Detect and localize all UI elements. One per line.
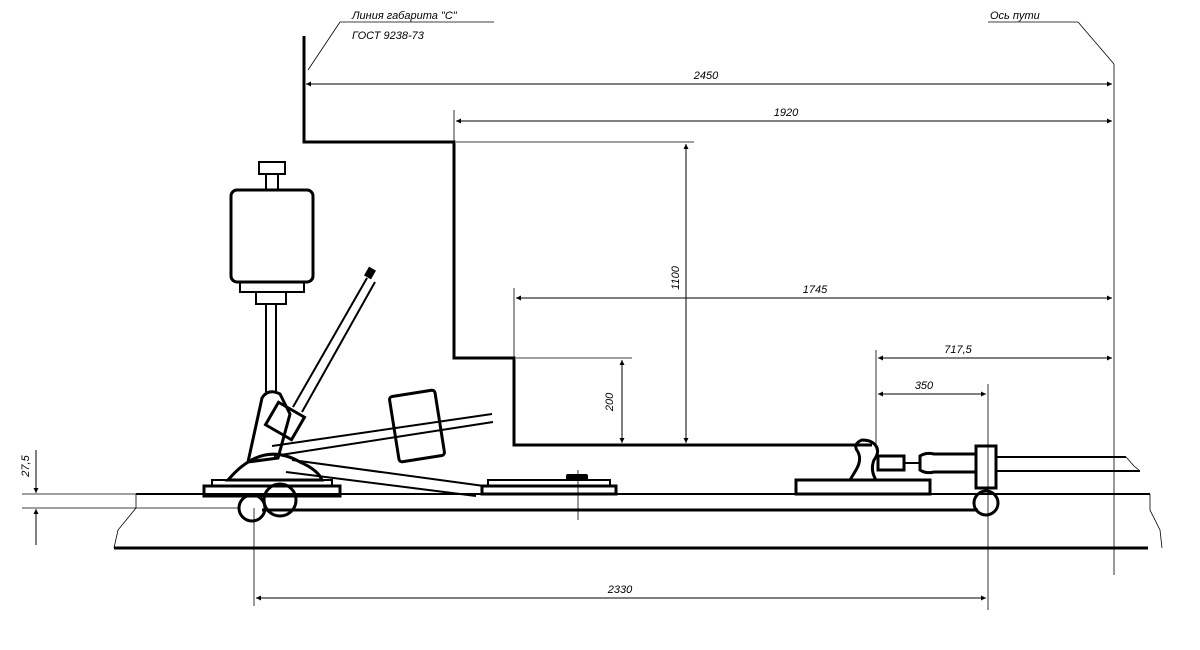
connecting-rod — [285, 459, 485, 497]
gauge-line-label: Линия габарита "С" — [351, 10, 458, 22]
dimension-2450-label: 2450 — [693, 70, 719, 82]
dimension-1100 — [456, 141, 694, 443]
dimension-200 — [516, 357, 632, 443]
rail-clamp — [876, 444, 1141, 517]
ground-lines — [113, 493, 1163, 550]
rail-tie-plate — [794, 438, 932, 496]
dimension-1100-label: 1100 — [670, 265, 682, 290]
dimension-2330-label: 2330 — [607, 584, 633, 596]
gauge-line-leader — [307, 21, 494, 71]
dimension-717-5 — [875, 350, 1112, 450]
dimension-200-label: 200 — [604, 392, 616, 412]
dimension-27-5 — [22, 450, 240, 545]
dimension-2330 — [253, 508, 986, 606]
inclined-arm — [263, 266, 376, 442]
base-wheel — [237, 482, 298, 523]
drive-motor — [229, 161, 315, 305]
lever-arm — [271, 388, 494, 464]
dimension-350 — [878, 384, 989, 610]
middle-sleeper — [480, 470, 618, 520]
dimension-350-label: 350 — [915, 380, 934, 392]
mast — [265, 304, 277, 392]
track-axis-label: Ось пути — [990, 10, 1040, 22]
dimension-1920-label: 1920 — [774, 107, 799, 119]
pivot-base — [202, 390, 342, 498]
gauge-outline — [302, 36, 872, 447]
track-axis-leader — [988, 21, 1115, 575]
dimension-1920 — [453, 110, 1112, 142]
dimension-717-5-label: 717,5 — [944, 344, 972, 356]
dimension-1745 — [513, 288, 1112, 358]
dimension-1745-label: 1745 — [803, 284, 828, 296]
gost-label: ГОСТ 9238-73 — [352, 30, 425, 42]
dimension-27-5-label: 27,5 — [20, 454, 32, 477]
